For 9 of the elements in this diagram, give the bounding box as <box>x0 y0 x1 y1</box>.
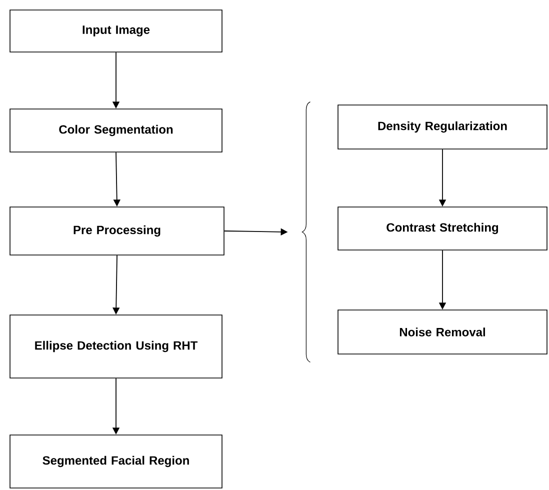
process-box: Noise Removal <box>338 310 548 354</box>
process-box: Input Image <box>10 10 222 52</box>
curly-brace <box>302 102 310 362</box>
process-box: Segmented Facial Region <box>10 434 222 488</box>
process-box: Color Segmentation <box>10 108 222 152</box>
process-box: Contrast Stretching <box>338 206 548 250</box>
process-box: Density Regularization <box>338 104 548 150</box>
process-box: Ellipse Detection Using RHT <box>10 314 222 378</box>
process-box: Pre Processing <box>10 206 224 256</box>
